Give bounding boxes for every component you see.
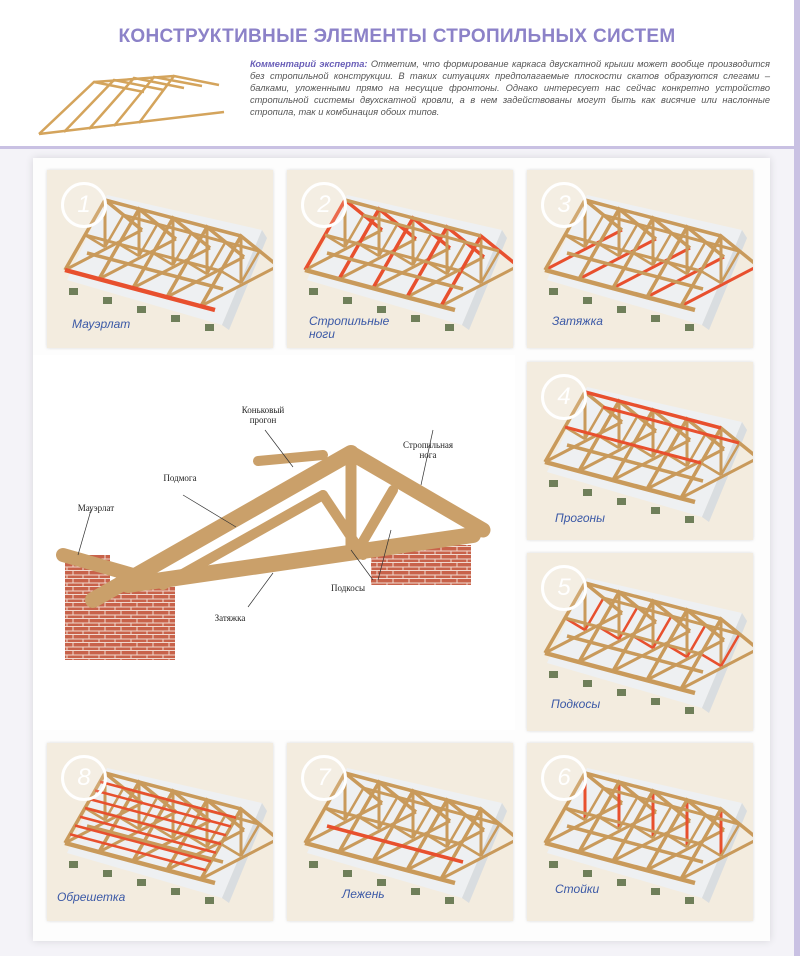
panel-sill: 7 Лежень bbox=[287, 743, 520, 921]
panel-posts: 6 Стойки bbox=[527, 743, 760, 921]
label-mauerlat: Мауэрлат bbox=[77, 503, 115, 513]
expert-comment: Комментарий эксперта: Отметим, что форми… bbox=[250, 58, 770, 118]
roof-illustration bbox=[543, 578, 760, 714]
panel-mauerlat: 1 Мауэрлат bbox=[47, 170, 280, 348]
roof-illustration bbox=[63, 195, 280, 331]
truss-diagram: Коньковый прогон Стропильная нога Подмог… bbox=[33, 355, 515, 730]
panel-number: 6 bbox=[541, 755, 587, 801]
panel-label: Стойки bbox=[555, 882, 600, 896]
header: КОНСТРУКТИВНЫЕ ЭЛЕМЕНТЫ СТРОПИЛЬНЫХ СИСТ… bbox=[0, 0, 794, 149]
panel-number: 5 bbox=[541, 565, 587, 611]
roof-illustration bbox=[63, 768, 280, 904]
panel-battens: 8 Обрешетка bbox=[47, 743, 280, 921]
comment-lead: Комментарий эксперта: bbox=[250, 59, 368, 69]
roof-illustration bbox=[543, 768, 760, 904]
panel-label: Обрешетка bbox=[57, 890, 126, 904]
panel-label: Подкосы bbox=[551, 697, 601, 711]
panel-number: 4 bbox=[541, 374, 587, 420]
panel-label: Мауэрлат bbox=[72, 317, 131, 331]
label-tie: Затяжка bbox=[214, 613, 246, 623]
panel-struts: 5 Подкосы bbox=[527, 553, 760, 731]
roof-illustration bbox=[303, 768, 520, 904]
roof-illustration bbox=[543, 387, 760, 523]
label-struts: Подкосы bbox=[330, 583, 365, 593]
roof-illustration bbox=[543, 195, 760, 331]
label-rafter: Стропильная нога bbox=[402, 440, 454, 460]
panel-number: 8 bbox=[61, 755, 107, 801]
comment-text: Отметим, что формирование каркаса двуска… bbox=[250, 59, 771, 117]
roof-illustration bbox=[303, 195, 520, 331]
panel-number: 1 bbox=[61, 182, 107, 228]
panel-number: 7 bbox=[301, 755, 347, 801]
roof-thumbnail bbox=[38, 74, 225, 136]
panel-number: 3 bbox=[541, 182, 587, 228]
truss-illustration bbox=[56, 429, 491, 660]
panel-label: Стропильные ноги bbox=[309, 314, 390, 341]
panel-label: Затяжка bbox=[552, 314, 603, 328]
panel-purlins: 4 Прогоны bbox=[527, 362, 760, 540]
label-podmoga: Подмога bbox=[163, 473, 197, 483]
panel-tie: 3 Затяжка bbox=[527, 170, 760, 348]
panel-number: 2 bbox=[301, 182, 347, 228]
page-title: КОНСТРУКТИВНЫЕ ЭЛЕМЕНТЫ СТРОПИЛЬНЫХ СИСТ… bbox=[118, 26, 676, 47]
panel-rafters: 2 Стропильные ноги bbox=[287, 170, 520, 348]
panel-label: Лежень bbox=[342, 887, 385, 901]
label-ridge-purlin: Коньковый прогон bbox=[241, 405, 285, 425]
panel-label: Прогоны bbox=[555, 511, 605, 525]
